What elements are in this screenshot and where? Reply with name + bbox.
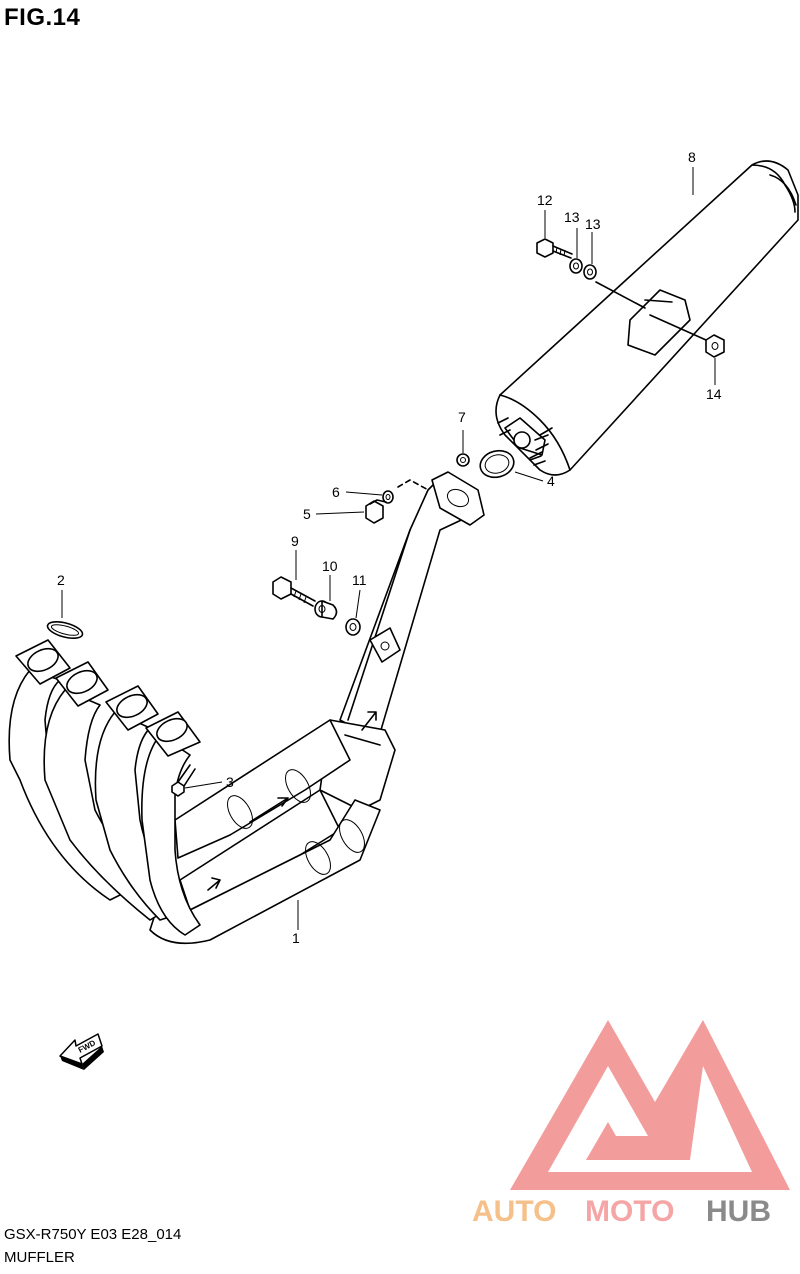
part-4-gasket <box>479 449 515 479</box>
callout-13b: 13 <box>585 216 601 232</box>
callout-2: 2 <box>57 572 65 588</box>
callout-5: 5 <box>303 506 311 522</box>
part-13-washer-b <box>583 264 597 280</box>
part-14-nut <box>705 334 725 358</box>
part-12-bolt <box>536 238 573 259</box>
callout-7: 7 <box>458 409 466 425</box>
callout-leaders <box>61 167 716 930</box>
part-1-exhaust-pipe <box>8 471 485 945</box>
part-9-bolt <box>272 576 316 607</box>
callout-9: 9 <box>291 533 299 549</box>
part-11-washer <box>345 618 361 636</box>
leader-bolt-to-bracket <box>595 281 646 309</box>
part-7-washer <box>456 453 470 467</box>
part-13-washer-a <box>569 258 583 274</box>
part-6-washer <box>382 490 394 504</box>
part-10-collar <box>314 600 338 620</box>
callout-6: 6 <box>332 484 340 500</box>
section-name: MUFFLER <box>4 1249 75 1266</box>
part-5-nut <box>365 499 387 524</box>
part-2-gasket <box>46 620 84 640</box>
leader-bracket-to-nut <box>649 314 707 341</box>
watermark-wordmark: AUTO MOTO HUB <box>472 1195 771 1228</box>
callout-13a: 13 <box>564 209 580 225</box>
model-code: GSX-R750Y E03 E28_014 <box>4 1226 182 1243</box>
callout-11: 11 <box>352 572 367 588</box>
dashed-assembly-line <box>397 479 433 493</box>
watermark-word-moto: MOTO <box>585 1195 674 1228</box>
callout-14: 14 <box>706 386 722 402</box>
figure-title: FIG.14 <box>4 4 81 31</box>
callout-10: 10 <box>322 558 338 574</box>
muffler-inlet-flange <box>497 417 553 466</box>
callout-4: 4 <box>547 473 555 489</box>
callout-3: 3 <box>226 774 234 790</box>
fwd-arrow-icon: FWD <box>59 1033 104 1070</box>
callout-12: 12 <box>537 192 553 208</box>
part-3-stud <box>171 764 196 797</box>
callout-8: 8 <box>688 149 696 165</box>
watermark-word-auto: AUTO <box>472 1195 556 1228</box>
watermark-logo-icon <box>510 1020 790 1190</box>
part-8-muffler <box>495 160 799 476</box>
watermark-word-hub: HUB <box>706 1195 771 1228</box>
callout-numbers: 1 2 3 4 5 6 7 8 9 10 11 12 13 13 14 <box>57 149 722 946</box>
callout-1: 1 <box>292 930 300 946</box>
